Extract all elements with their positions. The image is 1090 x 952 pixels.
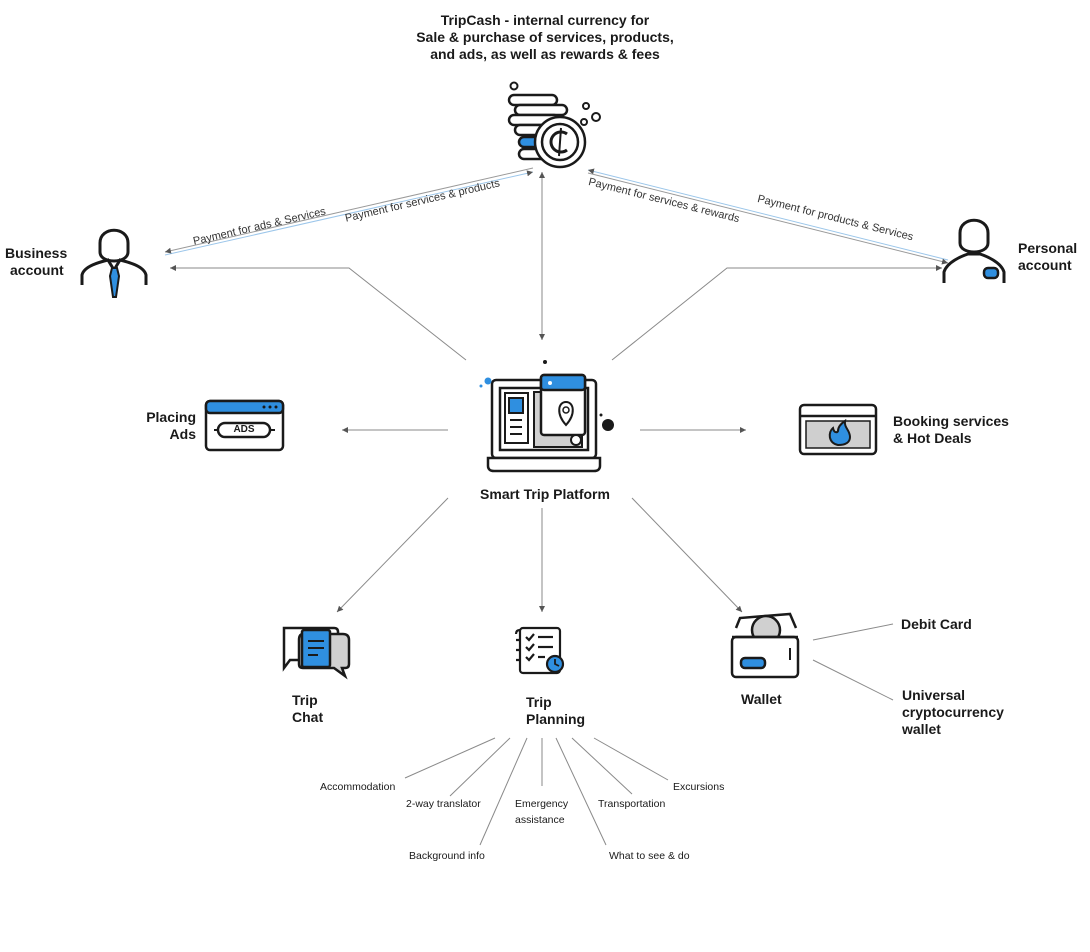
planning-item-emergency-line-1: Emergency <box>515 798 569 810</box>
fan-excursions <box>593 737 669 781</box>
ads-badge: ADS <box>233 424 255 435</box>
personal-person-icon <box>942 218 1006 283</box>
booking-services-line-1: Booking services <box>893 413 1009 429</box>
booking-services-line-2: & Hot Deals <box>893 429 972 446</box>
trip-planning-line-1: Trip <box>526 694 552 710</box>
tripcash-title-line-3: and ads, as well as rewards & fees <box>430 45 660 62</box>
business-account-line-1: Business <box>5 245 68 261</box>
wallet-debit-line <box>812 623 894 641</box>
ads-browser-icon <box>204 399 285 452</box>
fan-accommodation <box>404 737 496 779</box>
fan-translator <box>449 737 511 797</box>
wallet-crypto-line <box>812 659 894 701</box>
planning-item-emergency: Emergency assistance <box>515 798 568 826</box>
planning-item-emergency-line-2: assistance <box>515 813 565 826</box>
trip-planning-line-2: Planning <box>526 710 586 727</box>
trip-planning-label: Trip Planning <box>526 694 585 728</box>
tripcash-title-line-1: TripCash - internal currency for <box>440 12 650 28</box>
trip-chat-icon <box>282 626 351 680</box>
trip-chat-line-2: Chat <box>292 708 324 725</box>
tripcash-coin-icon <box>507 81 601 169</box>
fan-what-to-see <box>555 737 607 846</box>
pay-rewards-line <box>587 172 949 265</box>
crypto-wallet-label: Universal cryptocurrency wallet <box>902 687 1004 737</box>
smart-trip-platform-label: Smart Trip Platform <box>480 486 610 502</box>
personal-account-line-1: Personal <box>1018 240 1078 256</box>
pay-ads-line <box>164 170 534 256</box>
crypto-wallet-line-3: wallet <box>902 720 941 737</box>
fan-background <box>479 737 528 846</box>
business-account-label: Business account <box>5 245 67 279</box>
planning-item-excursions: Excursions <box>673 781 725 793</box>
planning-item-translator: 2-way translator <box>406 798 481 810</box>
booking-services-label: Booking services & Hot Deals <box>893 413 1009 447</box>
platform-to-wallet-arrow <box>631 497 743 613</box>
personal-account-line-2: account <box>1018 256 1072 273</box>
platform-to-chat-arrow <box>336 497 449 613</box>
wallet-icon <box>730 612 800 679</box>
personal-account-label: Personal account <box>1018 240 1077 274</box>
planning-item-accommodation: Accommodation <box>320 781 396 793</box>
payment-lines <box>164 167 949 265</box>
fan-transportation <box>571 737 633 795</box>
crypto-wallet-line-1: Universal <box>902 687 966 703</box>
booking-fire-icon <box>798 403 878 456</box>
trip-chat-line-1: Trip <box>292 692 318 708</box>
business-account-line-2: account <box>10 261 64 278</box>
business-person-icon <box>80 228 148 298</box>
connectors <box>170 172 942 846</box>
wallet-label: Wallet <box>741 691 782 707</box>
platform-laptop-icon <box>479 360 614 473</box>
planning-item-transportation: Transportation <box>598 798 666 810</box>
tripcash-title-line-2: Sale & purchase of services, products, <box>416 28 674 45</box>
planning-item-background: Background info <box>409 850 485 862</box>
crypto-wallet-line-2: cryptocurrency <box>902 703 1004 720</box>
debit-card-label: Debit Card <box>901 616 972 632</box>
trip-planning-checklist-icon <box>514 626 565 675</box>
placing-ads-line-1: Placing <box>146 409 196 425</box>
tripcash-title: TripCash - internal currency for Sale & … <box>385 12 705 62</box>
platform-to-personal-arrow <box>611 265 942 361</box>
placing-ads-label: Placing Ads <box>144 409 196 443</box>
planning-item-what-to-see: What to see & do <box>609 850 690 862</box>
platform-to-business-arrow <box>170 265 467 361</box>
pay-products-line <box>587 168 949 261</box>
pay-services-line <box>164 167 534 254</box>
trip-chat-label: Trip Chat <box>292 692 323 726</box>
placing-ads-line-2: Ads <box>169 425 196 442</box>
